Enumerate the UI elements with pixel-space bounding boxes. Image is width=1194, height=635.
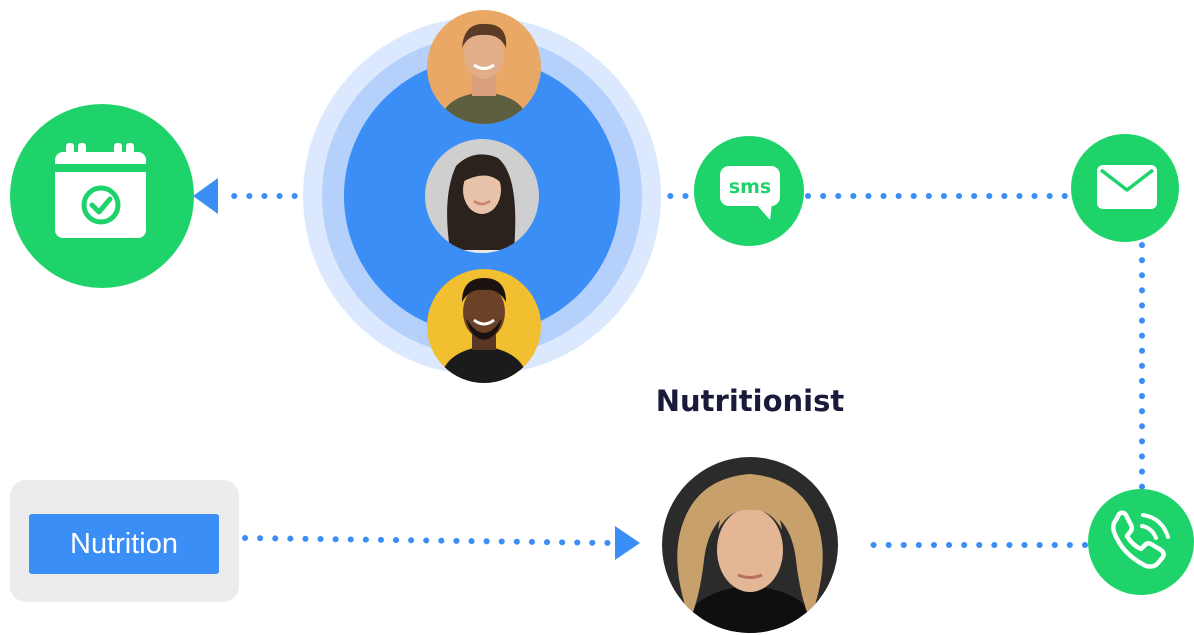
sms-label: sms [729,176,771,198]
male-avatar-2[interactable] [427,269,541,383]
sms-bubble-icon: sms [720,166,780,220]
connector-lines [217,193,1145,548]
female-avatar[interactable] [425,139,539,253]
sms-node[interactable]: sms [694,136,804,246]
team-group [303,10,661,383]
phone-call-icon [1111,510,1170,569]
connector-nutrition-to-nutritionist [242,535,615,546]
nutritionist-title: Nutritionist [655,384,845,418]
mail-envelope-icon [1097,165,1157,209]
nutritionist-avatar[interactable] [662,457,838,633]
calendar-node[interactable] [10,104,194,288]
male-avatar[interactable] [427,10,541,124]
arrowhead-to-calendar [193,178,218,214]
calendar-check-icon [55,143,146,238]
nutrition-button[interactable]: Nutrition [29,514,219,574]
mail-node[interactable] [1071,134,1179,242]
phone-node[interactable] [1088,489,1194,595]
arrowhead-to-nutritionist [615,526,640,560]
